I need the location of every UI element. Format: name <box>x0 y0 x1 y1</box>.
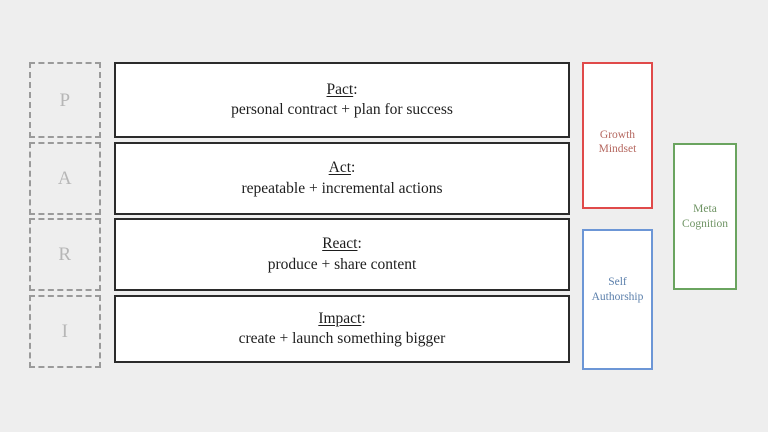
stage-title-word: React <box>322 235 358 253</box>
stage-title-colon: : <box>353 80 358 98</box>
capability-label-line1: Meta <box>693 202 717 215</box>
stage-title-colon: : <box>357 235 362 253</box>
acronym-letter: A <box>57 168 73 189</box>
acronym-letter-box-p: P <box>29 62 101 138</box>
stage-title-colon: : <box>361 309 366 327</box>
acronym-letter: I <box>61 321 69 342</box>
stage-description: repeatable + incremental actions <box>241 179 443 197</box>
stage-title-word: Act <box>328 159 352 177</box>
acronym-letter: P <box>59 89 71 111</box>
stage-box-pact: Pact: personal contract + plan for succe… <box>114 62 570 138</box>
capability-label: Meta Cognition <box>679 202 731 231</box>
capability-label-line2: Cognition <box>681 217 728 230</box>
stage-box-react: React: produce + share content <box>114 218 570 291</box>
stage-box-impact: Impact: create + launch something bigger <box>114 295 570 363</box>
capability-label-line2: Authorship <box>591 290 644 303</box>
stage-box-act: Act: repeatable + incremental actions <box>114 142 570 215</box>
acronym-letter-box-i: I <box>29 295 101 368</box>
capability-label: Self Authorship <box>589 275 647 304</box>
stage-title: Impact: <box>318 309 365 329</box>
capability-label-line2: Mindset <box>598 143 637 156</box>
stage-title-colon: : <box>351 159 356 177</box>
stage-title: Act: <box>329 158 356 178</box>
acronym-letter: R <box>58 244 72 265</box>
capability-box-growth-mindset: Growth Mindset <box>582 62 653 209</box>
capability-label: Growth Mindset <box>596 128 640 157</box>
acronym-letter-box-r: R <box>29 218 101 291</box>
stage-description: create + launch something bigger <box>238 330 446 348</box>
stage-title-word: Impact <box>318 309 362 327</box>
capability-box-meta-cognition: Meta Cognition <box>673 143 737 290</box>
capability-label-line1: Self <box>608 276 627 288</box>
acronym-letter-box-a: A <box>29 142 101 215</box>
stage-description: produce + share content <box>267 255 417 273</box>
capability-box-self-authorship: Self Authorship <box>582 229 653 370</box>
capability-label-line1: Growth <box>599 128 636 141</box>
stage-description: personal contract + plan for success <box>231 101 453 119</box>
stage-title: Pact: <box>327 80 358 100</box>
stage-title-word: Pact <box>326 80 354 98</box>
stage-title: React: <box>322 234 362 254</box>
